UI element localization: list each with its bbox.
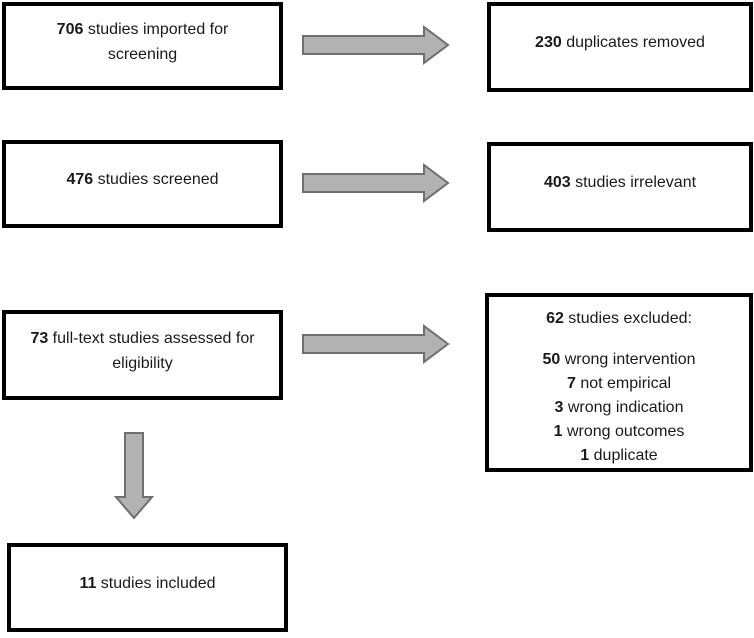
box-studies-imported: 706 studies imported for screening [2, 2, 283, 90]
studies-screened-text: 476 studies screened [66, 167, 218, 192]
arrow-right-icon [302, 25, 450, 65]
excluded-reason-count: 7 [566, 375, 576, 392]
included-count: 11 [79, 574, 97, 592]
box-studies-included: 11 studies included [7, 543, 288, 632]
imported-count: 706 [56, 20, 84, 38]
duplicates-label: duplicates removed [561, 34, 705, 51]
arrow-right-icon [302, 163, 450, 203]
imported-label: studies imported for screening [83, 20, 233, 63]
excluded-reason-label: wrong outcomes [562, 423, 685, 440]
screened-label: studies screened [93, 171, 219, 188]
included-label: studies included [96, 574, 216, 592]
duplicates-removed-text: 230 duplicates removed [535, 30, 705, 55]
excluded-reason-count: 1 [553, 423, 563, 440]
irrelevant-count: 403 [543, 174, 571, 191]
excluded-reason-item: 7 not empirical [567, 372, 671, 396]
excluded-reason-item: 1 wrong outcomes [554, 420, 685, 444]
fulltext-assessed-text: 73 full-text studies assessed for eligib… [14, 326, 271, 376]
excluded-label: studies excluded: [563, 310, 692, 327]
studies-irrelevant-text: 403 studies irrelevant [544, 170, 696, 195]
excluded-reason-count: 3 [554, 399, 564, 416]
excluded-reason-label: wrong intervention [560, 351, 696, 368]
studies-excluded-title: 62 studies excluded: [546, 307, 692, 331]
box-studies-excluded: 62 studies excluded: 50 wrong interventi… [485, 293, 753, 472]
excluded-reason-item: 1 duplicate [580, 444, 657, 468]
fulltext-label: full-text studies assessed for eligibili… [48, 329, 259, 372]
box-studies-irrelevant: 403 studies irrelevant [487, 142, 753, 232]
duplicates-count: 230 [535, 34, 562, 51]
excluded-reason-label: wrong indication [563, 399, 684, 416]
box-studies-screened: 476 studies screened [2, 140, 283, 228]
excluded-count: 62 [546, 310, 564, 327]
excluded-reason-label: not empirical [575, 375, 672, 392]
fulltext-count: 73 [30, 329, 49, 347]
arrow-right-icon [302, 324, 450, 364]
excluded-reason-item: 3 wrong indication [555, 396, 684, 420]
studies-imported-text: 706 studies imported for screening [35, 17, 250, 67]
box-fulltext-assessed: 73 full-text studies assessed for eligib… [2, 310, 283, 400]
excluded-reason-item: 50 wrong intervention [543, 348, 696, 372]
excluded-reason-label: duplicate [589, 447, 658, 464]
excluded-reason-count: 50 [542, 351, 561, 368]
arrow-down-icon [114, 432, 154, 520]
studies-included-text: 11 studies included [79, 571, 215, 596]
box-duplicates-removed: 230 duplicates removed [487, 2, 753, 92]
excluded-reason-count: 1 [580, 447, 590, 464]
screened-count: 476 [66, 171, 94, 188]
irrelevant-label: studies irrelevant [570, 174, 697, 191]
